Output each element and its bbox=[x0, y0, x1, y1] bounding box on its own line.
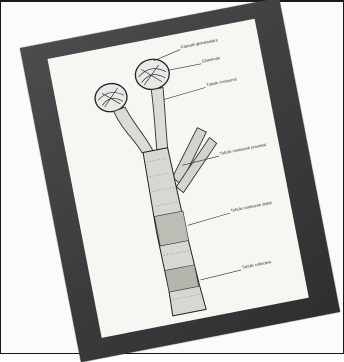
diagram-paper: Capsule glomérulaire Glomérule Tubule co… bbox=[47, 19, 308, 338]
tubule-branch-right bbox=[145, 88, 174, 150]
label-glomerule: Glomérule bbox=[201, 55, 221, 64]
label-bottom: Tubule collecteur bbox=[241, 259, 272, 270]
image-frame: Capsule glomérulaire Glomérule Tubule co… bbox=[0, 0, 344, 354]
photo-print: Capsule glomérulaire Glomérule Tubule co… bbox=[20, 0, 340, 362]
label-top: Capsule glomérulaire bbox=[180, 37, 219, 49]
kidney-tubule-diagram: Capsule glomérulaire Glomérule Tubule co… bbox=[47, 19, 308, 338]
label-lower: Tubule contourné distal bbox=[230, 200, 272, 213]
label-tubule: Tubule contourné bbox=[206, 76, 238, 87]
tubule-branch-left bbox=[113, 104, 153, 157]
glomerulus-right-icon bbox=[133, 56, 172, 92]
label-mid: Tubule contourné proximal bbox=[219, 142, 266, 156]
